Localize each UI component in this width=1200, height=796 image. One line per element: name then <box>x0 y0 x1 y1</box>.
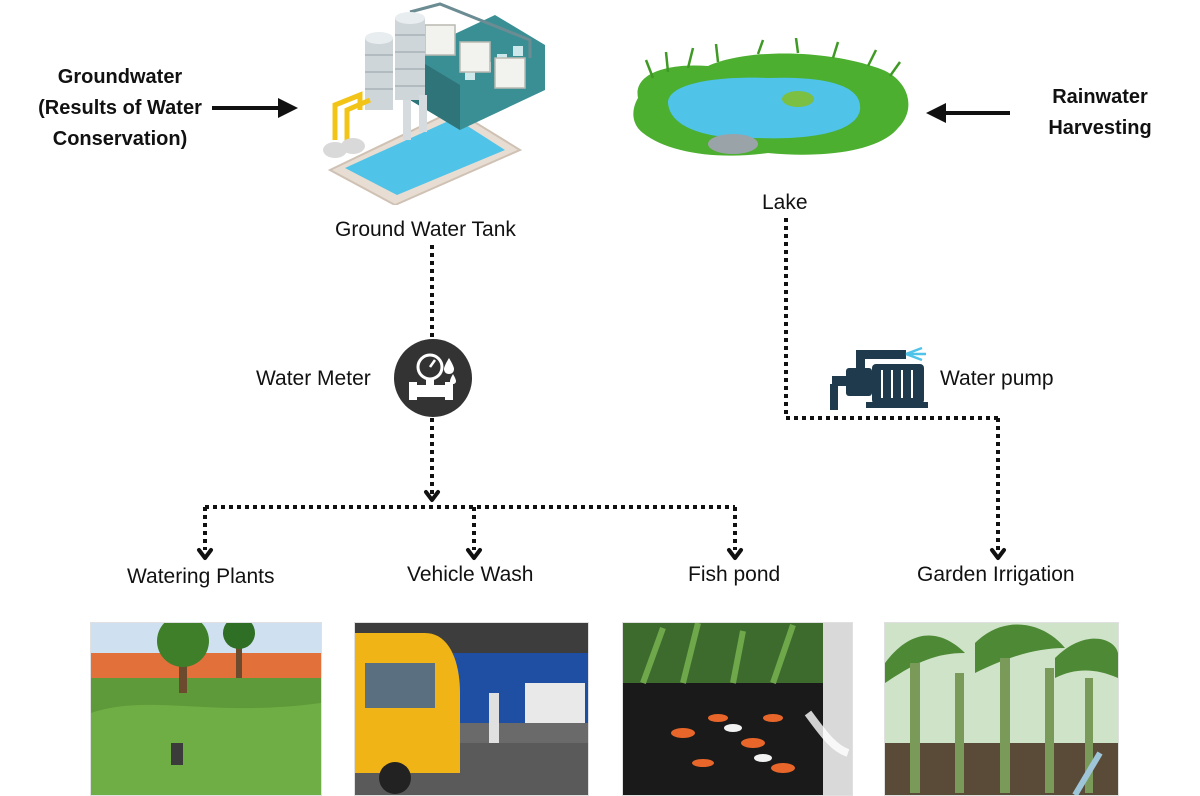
water-meter-icon <box>394 339 472 417</box>
lake-pond-icon <box>633 38 909 156</box>
water-pump-icon <box>830 346 928 410</box>
use-label-vehicle-wash: Vehicle Wash <box>407 563 534 586</box>
vehicle-wash-photo <box>354 622 589 796</box>
use-label-fish-pond: Fish pond <box>688 563 781 586</box>
arrowhead-watering <box>197 548 213 560</box>
banana-garden-irrigation-photo <box>884 622 1119 796</box>
water-meter-label: Water Meter <box>256 367 371 390</box>
arrowhead-garden <box>990 548 1006 560</box>
lake-label: Lake <box>762 191 808 214</box>
arrowhead-fish <box>727 548 743 560</box>
use-label-garden-irrigation: Garden Irrigation <box>917 563 1075 586</box>
arrowhead-vehicle <box>466 548 482 560</box>
koi-fish-pond-photo <box>622 622 853 796</box>
water-pump-label: Water pump <box>940 367 1054 390</box>
water-treatment-plant-icon <box>323 2 545 205</box>
rainwater-source-label: Rainwater Harvesting <box>1048 86 1152 139</box>
sprinkler-on-lawn-photo <box>90 622 322 796</box>
use-label-watering-plants: Watering Plants <box>127 565 275 588</box>
ground-water-tank-label: Ground Water Tank <box>335 218 516 241</box>
groundwater-source-label: Groundwater (Results of Water Conservati… <box>38 66 202 150</box>
arrowhead-split <box>424 490 440 502</box>
